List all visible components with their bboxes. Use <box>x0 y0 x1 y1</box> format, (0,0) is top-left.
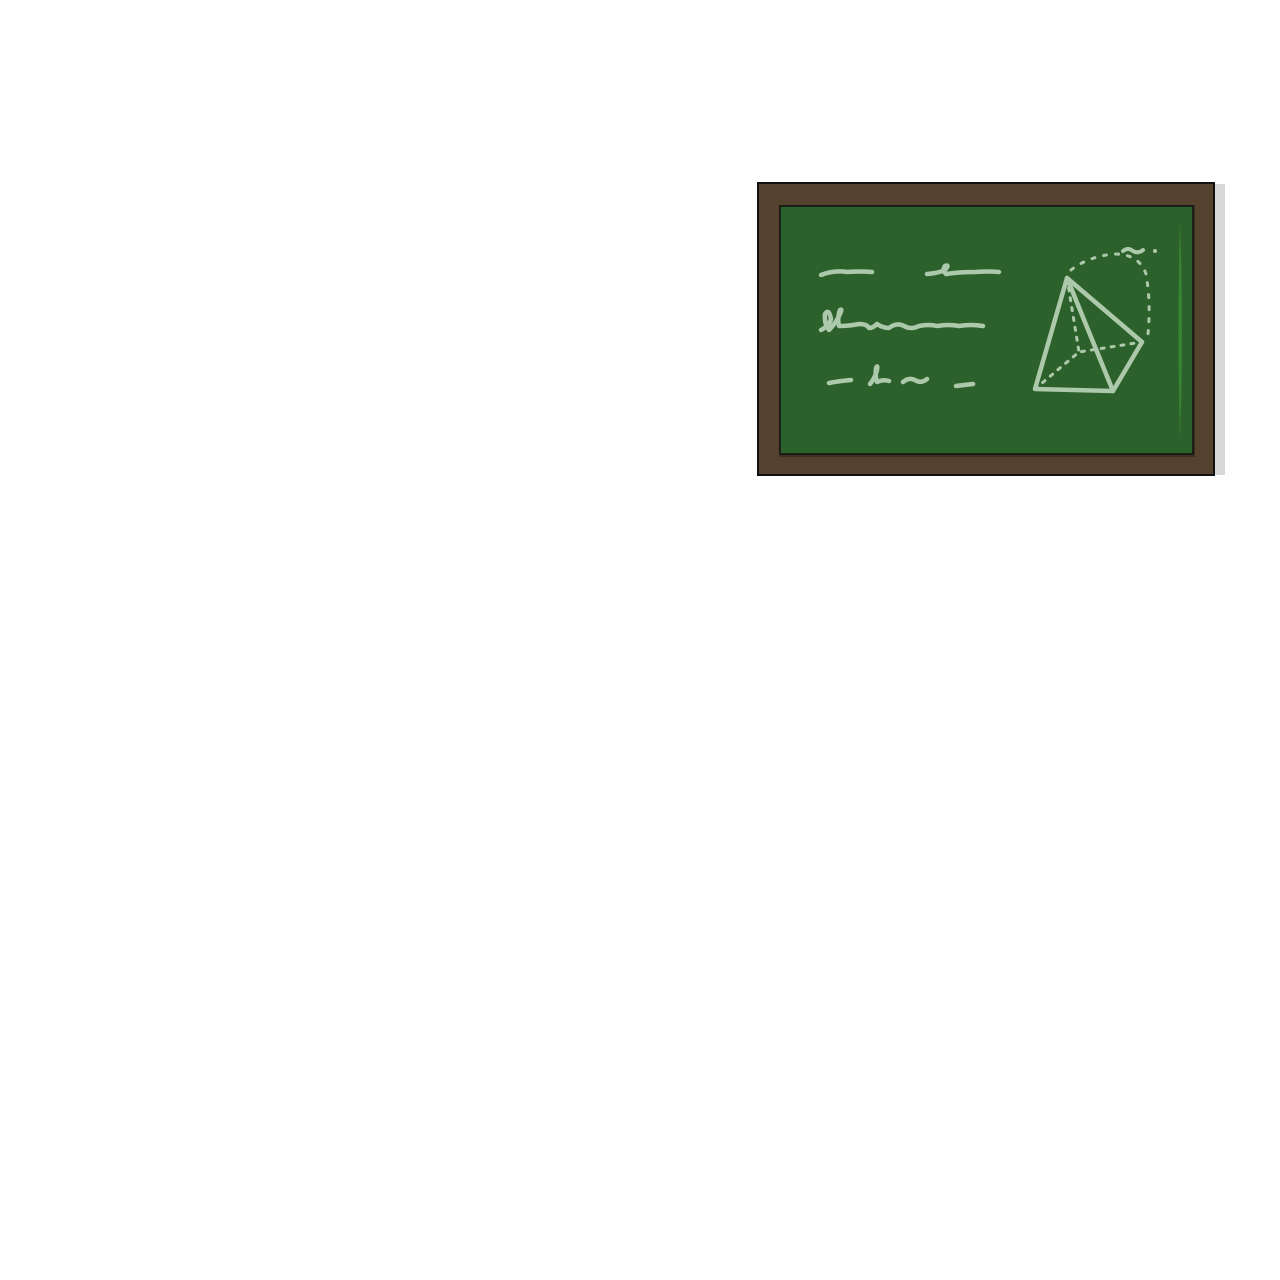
pyramid-drawing-icon <box>1032 247 1157 394</box>
chalkboard-surface <box>779 205 1194 455</box>
board-highlight <box>1178 222 1182 439</box>
chalkboard-icon <box>757 182 1215 476</box>
chalk-scribbles <box>818 263 1002 389</box>
